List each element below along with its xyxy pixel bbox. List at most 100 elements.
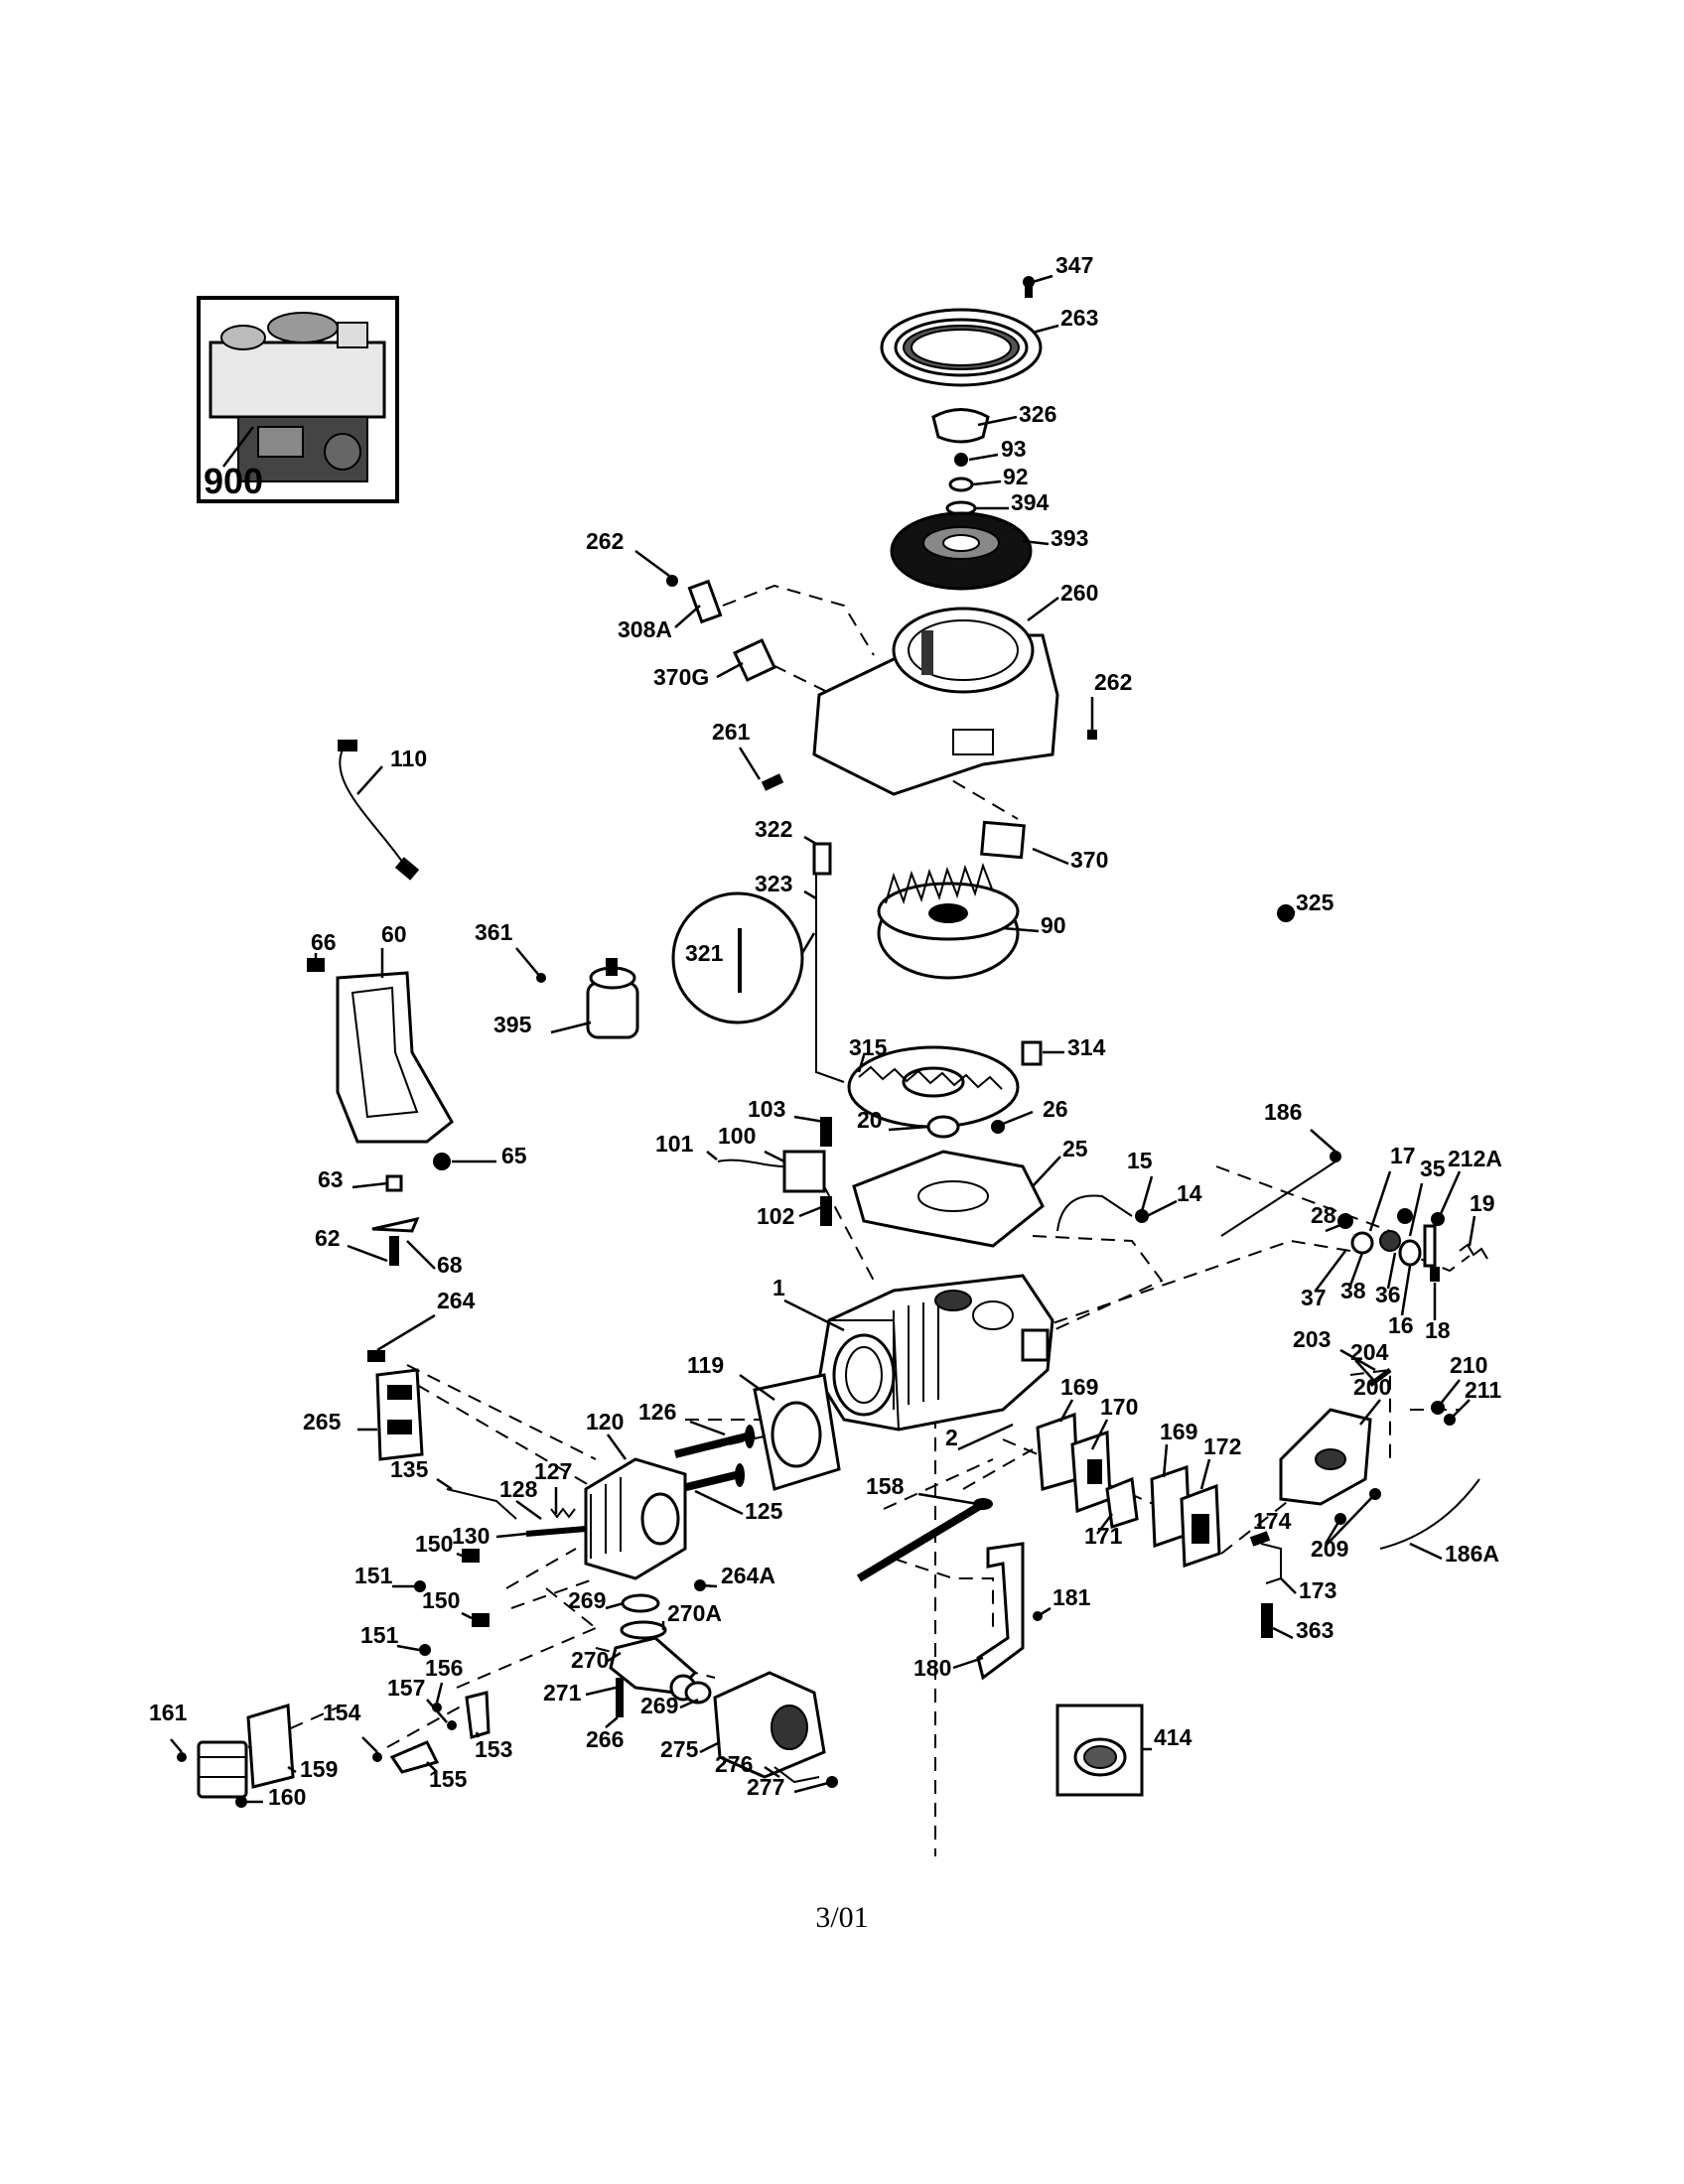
muffler-parts <box>177 1691 491 1808</box>
callout-102: 102 <box>757 1203 794 1229</box>
part-1-cylinder-block <box>817 1274 1054 1432</box>
callout-211: 211 <box>1465 1377 1501 1403</box>
flywheel-and-alternator <box>671 842 1295 1129</box>
callout-321: 321 <box>685 940 724 966</box>
callout-276: 276 <box>715 1751 753 1777</box>
callout-25: 25 <box>1062 1136 1088 1161</box>
callout-203: 203 <box>1293 1326 1331 1352</box>
callout-35: 35 <box>1420 1156 1446 1181</box>
callout-16: 16 <box>1388 1312 1414 1338</box>
oil-fill-parts <box>1249 1531 1282 1638</box>
callout-128: 128 <box>499 1476 538 1502</box>
callout-28: 28 <box>1311 1202 1336 1228</box>
callout-150b: 150 <box>422 1587 460 1613</box>
callout-18: 18 <box>1425 1317 1451 1343</box>
callout-275: 275 <box>660 1736 699 1762</box>
ignition-and-base <box>717 1115 1045 1248</box>
callout-200: 200 <box>1353 1374 1391 1400</box>
callout-119: 119 <box>687 1352 724 1378</box>
callout-361: 361 <box>475 919 513 945</box>
callout-180: 180 <box>913 1655 951 1681</box>
part-395-solenoid <box>536 958 639 1039</box>
callout-174: 174 <box>1253 1508 1292 1534</box>
callout-323: 323 <box>755 871 792 896</box>
callout-68: 68 <box>437 1252 463 1278</box>
callout-264: 264 <box>437 1288 476 1313</box>
callout-2: 2 <box>945 1425 958 1450</box>
callout-325: 325 <box>1296 889 1334 915</box>
callout-62: 62 <box>315 1225 341 1251</box>
callout-370G: 370G <box>653 664 709 690</box>
callout-270: 270 <box>571 1647 609 1673</box>
callout-210: 210 <box>1450 1352 1487 1378</box>
part-275-air-cleaner <box>684 1671 838 1788</box>
inset-engine-thumbnail: 900 <box>197 296 399 503</box>
callout-19: 19 <box>1470 1190 1495 1216</box>
callout-36: 36 <box>1375 1282 1401 1307</box>
callout-37: 37 <box>1301 1285 1327 1310</box>
callout-173: 173 <box>1299 1577 1336 1603</box>
callout-1: 1 <box>772 1275 785 1300</box>
callout-155: 155 <box>429 1766 468 1792</box>
callout-92: 92 <box>1003 464 1029 489</box>
valves <box>674 1425 756 1493</box>
callout-395: 395 <box>493 1012 532 1037</box>
callout-158: 158 <box>866 1473 905 1499</box>
governor-parts <box>1337 1208 1488 1282</box>
callout-159: 159 <box>300 1756 338 1782</box>
callout-151a: 151 <box>354 1563 393 1588</box>
callout-265: 265 <box>303 1409 342 1434</box>
callout-161: 161 <box>149 1700 188 1725</box>
callout-170: 170 <box>1100 1394 1138 1420</box>
governor-linkage <box>1056 1151 1341 1237</box>
callout-135: 135 <box>390 1456 429 1482</box>
callout-154: 154 <box>323 1700 361 1725</box>
callout-90: 90 <box>1041 912 1066 938</box>
assembly-guide-lines <box>247 584 1471 1856</box>
part-110-wire <box>338 740 420 881</box>
callout-110: 110 <box>390 746 427 771</box>
callout-314: 314 <box>1067 1034 1106 1060</box>
callout-125: 125 <box>745 1498 783 1524</box>
callout-153: 153 <box>475 1736 512 1762</box>
callout-172: 172 <box>1203 1433 1241 1459</box>
callout-181: 181 <box>1052 1584 1091 1610</box>
callout-315: 315 <box>849 1034 888 1060</box>
callout-160: 160 <box>268 1784 306 1810</box>
callout-151b: 151 <box>360 1622 399 1648</box>
callout-186: 186 <box>1264 1099 1302 1125</box>
callout-100: 100 <box>718 1123 756 1149</box>
callout-15: 15 <box>1127 1148 1153 1173</box>
callout-93: 93 <box>1001 436 1027 462</box>
callout-120: 120 <box>586 1409 624 1434</box>
revision-date: 3/01 <box>815 1901 869 1934</box>
blower-housing <box>666 575 1097 860</box>
callout-169a: 169 <box>1060 1374 1098 1400</box>
callout-393: 393 <box>1051 525 1088 551</box>
callout-127: 127 <box>534 1458 572 1484</box>
callout-20: 20 <box>857 1107 883 1133</box>
callout-26: 26 <box>1043 1096 1068 1122</box>
inset-label: 900 <box>204 461 263 501</box>
part-120-carburetor <box>414 1457 706 1656</box>
callout-262a: 262 <box>586 528 624 554</box>
callout-101: 101 <box>655 1131 694 1157</box>
callout-150a: 150 <box>415 1531 453 1557</box>
callout-63: 63 <box>318 1166 344 1192</box>
callout-270A: 270A <box>667 1600 722 1626</box>
callout-14: 14 <box>1177 1180 1202 1206</box>
part-414-inset <box>1055 1704 1144 1797</box>
callout-204: 204 <box>1350 1339 1389 1365</box>
callout-17: 17 <box>1390 1143 1416 1168</box>
rotating-screen-assembly <box>880 276 1043 591</box>
callout-260: 260 <box>1060 580 1098 606</box>
callout-103: 103 <box>748 1096 785 1122</box>
callout-261: 261 <box>712 719 751 745</box>
callout-269b: 269 <box>640 1693 678 1718</box>
callout-186A: 186A <box>1445 1541 1499 1567</box>
callout-66: 66 <box>311 929 337 955</box>
callout-262b: 262 <box>1094 669 1132 695</box>
callout-347: 347 <box>1055 252 1093 278</box>
